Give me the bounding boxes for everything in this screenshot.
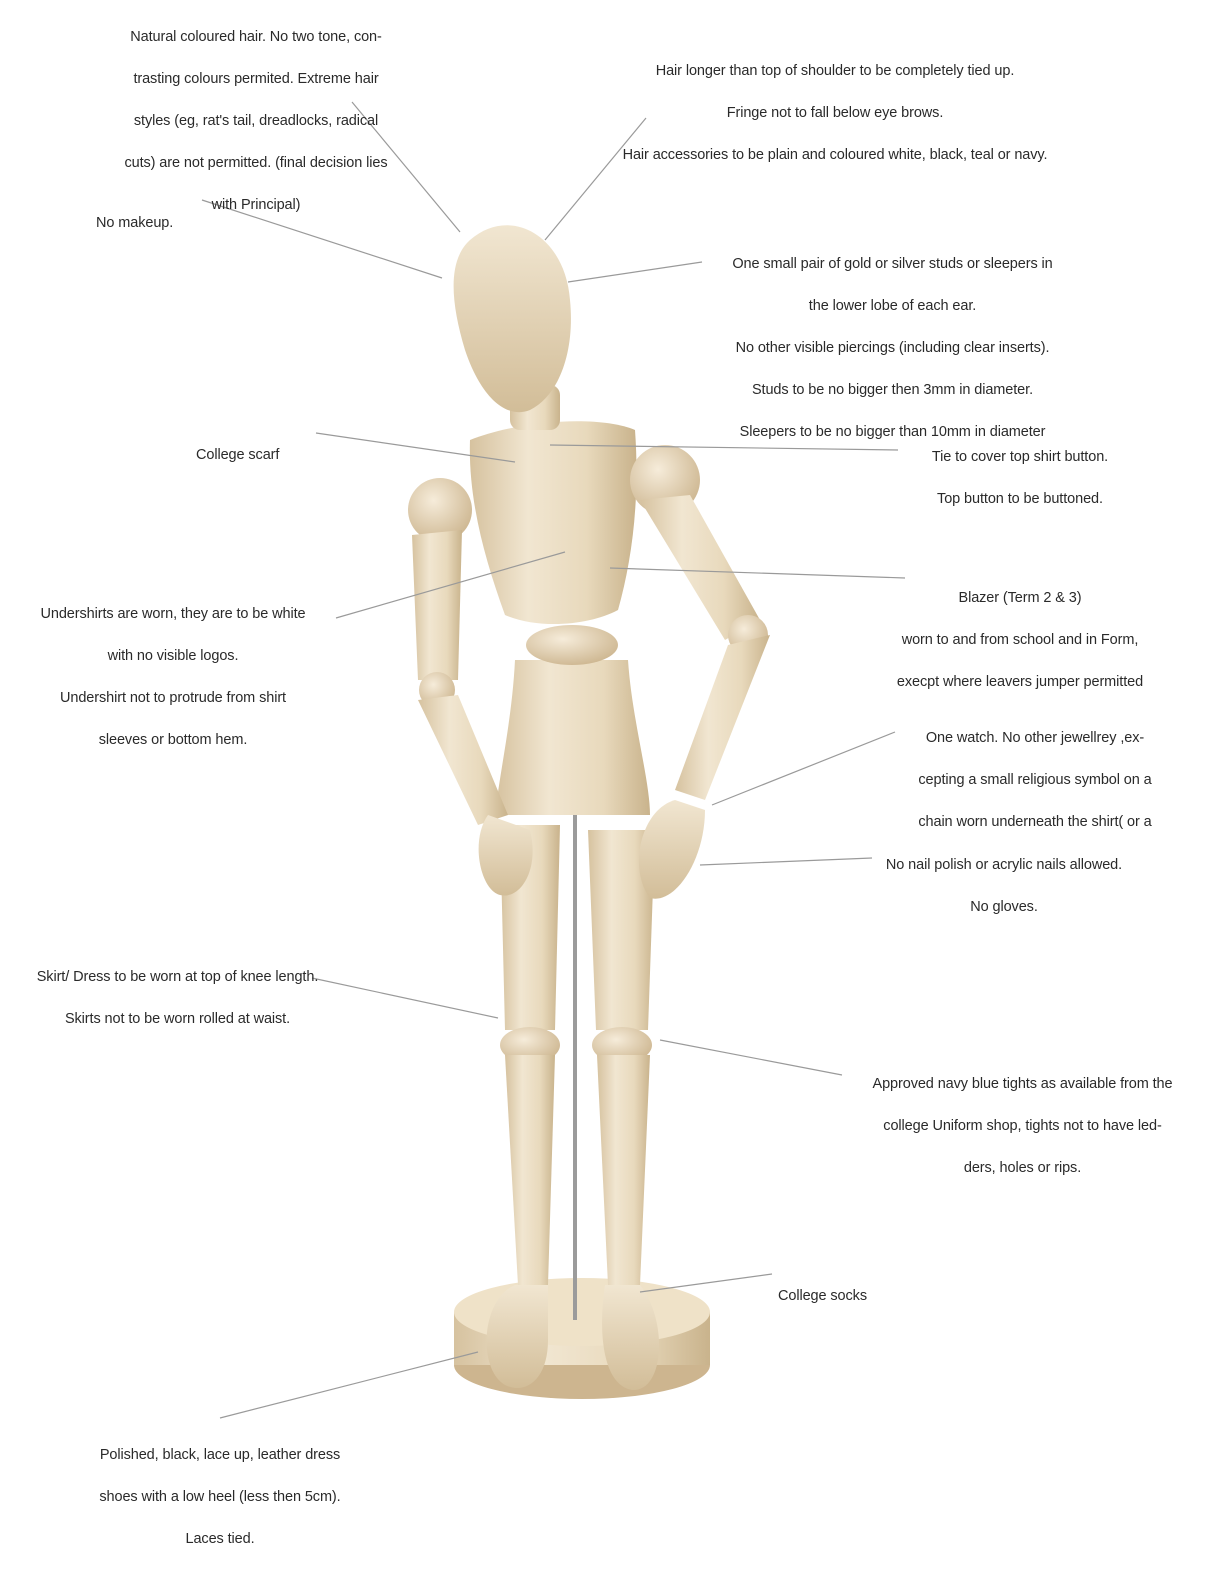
note-line: No gloves. bbox=[876, 897, 1132, 918]
note-line: styles (eg, rat's tail, dreadlocks, radi… bbox=[96, 111, 416, 132]
shoes-note: Polished, black, lace up, leather dress … bbox=[70, 1424, 370, 1571]
note-line: Tie to cover top shirt button. bbox=[890, 447, 1150, 468]
socks-note: College socks bbox=[778, 1265, 888, 1328]
tights-note: Approved navy blue tights as available f… bbox=[840, 1053, 1205, 1200]
note-line: Top button to be buttoned. bbox=[890, 489, 1150, 510]
note-line: cepting a small religious symbol on a bbox=[890, 770, 1180, 791]
note-line: with no visible logos. bbox=[8, 646, 338, 667]
note-line: One watch. No other jewellrey ,ex- bbox=[890, 728, 1180, 749]
note-line: Skirts not to be worn rolled at waist. bbox=[5, 1009, 350, 1030]
tie-note: Tie to cover top shirt button. Top butto… bbox=[890, 426, 1150, 531]
note-line: Undershirts are worn, they are to be whi… bbox=[8, 604, 338, 625]
note-line: worn to and from school and in Form, bbox=[865, 630, 1175, 651]
note-line: No nail polish or acrylic nails allowed. bbox=[876, 855, 1132, 876]
mannequin-head bbox=[454, 225, 571, 412]
mannequin-hips bbox=[495, 660, 650, 815]
skirt-note: Skirt/ Dress to be worn at top of knee l… bbox=[5, 946, 350, 1051]
note-line: college Uniform shop, tights not to have… bbox=[840, 1116, 1205, 1137]
note-line: Blazer (Term 2 & 3) bbox=[865, 588, 1175, 609]
note-line: chain worn underneath the shirt( or a bbox=[890, 812, 1180, 833]
note-line: Laces tied. bbox=[70, 1529, 370, 1550]
note-line: sleeves or bottom hem. bbox=[8, 730, 338, 751]
mannequin-right-arm bbox=[639, 495, 770, 899]
note-line: ders, holes or rips. bbox=[840, 1158, 1205, 1179]
note-line: Fringe not to fall below eye brows. bbox=[585, 103, 1085, 124]
note-line: the lower lobe of each ear. bbox=[700, 296, 1085, 317]
note-line: shoes with a low heel (less then 5cm). bbox=[70, 1487, 370, 1508]
note-line: Natural coloured hair. No two tone, con- bbox=[96, 27, 416, 48]
note-line: One small pair of gold or silver studs o… bbox=[700, 254, 1085, 275]
note-line: Approved navy blue tights as available f… bbox=[840, 1074, 1205, 1095]
note-line: Polished, black, lace up, leather dress bbox=[70, 1445, 370, 1466]
scarf-note: College scarf bbox=[196, 424, 306, 487]
note-line: College scarf bbox=[196, 445, 306, 466]
hair-tied-note: Hair longer than top of shoulder to be c… bbox=[585, 40, 1085, 187]
makeup-note: No makeup. bbox=[96, 192, 206, 255]
note-line: Hair accessories to be plain and coloure… bbox=[585, 145, 1085, 166]
undershirts-note: Undershirts are worn, they are to be whi… bbox=[8, 583, 338, 772]
note-line: execpt where leavers jumper permitted bbox=[865, 672, 1175, 693]
note-line: Studs to be no bigger then 3mm in diamet… bbox=[700, 380, 1085, 401]
note-line: trasting colours permited. Extreme hair bbox=[96, 69, 416, 90]
note-line: Skirt/ Dress to be worn at top of knee l… bbox=[5, 967, 350, 988]
note-line: No other visible piercings (including cl… bbox=[700, 338, 1085, 359]
note-line: No makeup. bbox=[96, 213, 206, 234]
waist-joint bbox=[526, 625, 618, 665]
support-rod bbox=[573, 800, 577, 1320]
note-line: Hair longer than top of shoulder to be c… bbox=[585, 61, 1085, 82]
blazer-note: Blazer (Term 2 & 3) worn to and from sch… bbox=[865, 567, 1175, 714]
mannequin-torso bbox=[470, 421, 637, 624]
note-line: cuts) are not permitted. (final decision… bbox=[96, 153, 416, 174]
note-line: College socks bbox=[778, 1286, 888, 1307]
nails-note: No nail polish or acrylic nails allowed.… bbox=[876, 834, 1132, 939]
note-line: Undershirt not to protrude from shirt bbox=[8, 688, 338, 709]
